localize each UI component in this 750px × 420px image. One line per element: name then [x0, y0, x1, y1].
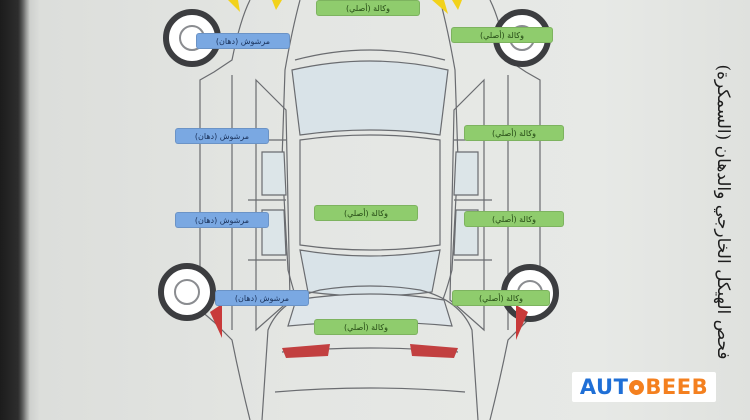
- tag-trunk: وكالة (أصلي): [314, 319, 418, 335]
- roof-panel: [299, 134, 441, 251]
- taillight-rear-left: [282, 344, 330, 358]
- left-side-body: [199, 0, 251, 420]
- taillight-left-side: [210, 304, 222, 338]
- tag-right-front-door: وكالة (أصلي): [464, 125, 564, 141]
- tag-right-rear-fender: وكالة (أصلي): [452, 290, 550, 306]
- tag-right-front-fender: وكالة (أصلي): [451, 27, 553, 43]
- windshield: [291, 60, 449, 136]
- headlight-center-right: [452, 0, 462, 10]
- taillight-right-side: [516, 305, 528, 340]
- wheel-rear-left: [158, 263, 216, 321]
- tag-roof: وكالة (أصلي): [314, 205, 418, 221]
- logo-wheel-icon: [629, 380, 645, 395]
- tag-left-front-door: مرشوش (دهان): [175, 128, 269, 144]
- page-edge-shadow: [0, 0, 30, 420]
- headlight-center-left: [272, 0, 282, 10]
- logo-text-part2: BEEB: [645, 375, 709, 399]
- rear-window: [299, 249, 441, 297]
- section-title: فحص الهيكل الخارجي والدهان (السمكرة): [713, 64, 733, 360]
- tag-left-front-fender: مرشوش (دهان): [196, 33, 290, 49]
- tag-roof-front: وكالة (أصلي): [316, 0, 420, 16]
- tag-left-rear-fender: مرشوش (دهان): [215, 290, 309, 306]
- right-front-glass: [453, 151, 479, 196]
- autobeeb-logo: AUT BEEB: [572, 372, 716, 402]
- logo-text-part1: AUT: [579, 375, 629, 399]
- right-side-windows: [449, 78, 485, 332]
- tag-right-rear-door: وكالة (أصلي): [464, 211, 564, 227]
- rear-view-body: [261, 285, 479, 420]
- hood-line: [294, 49, 446, 61]
- headlight-left: [228, 0, 240, 12]
- left-front-glass: [261, 151, 287, 196]
- headlight-right: [432, 0, 448, 14]
- tag-left-rear-door: مرشوش (دهان): [175, 212, 269, 228]
- taillight-rear-right: [410, 344, 458, 358]
